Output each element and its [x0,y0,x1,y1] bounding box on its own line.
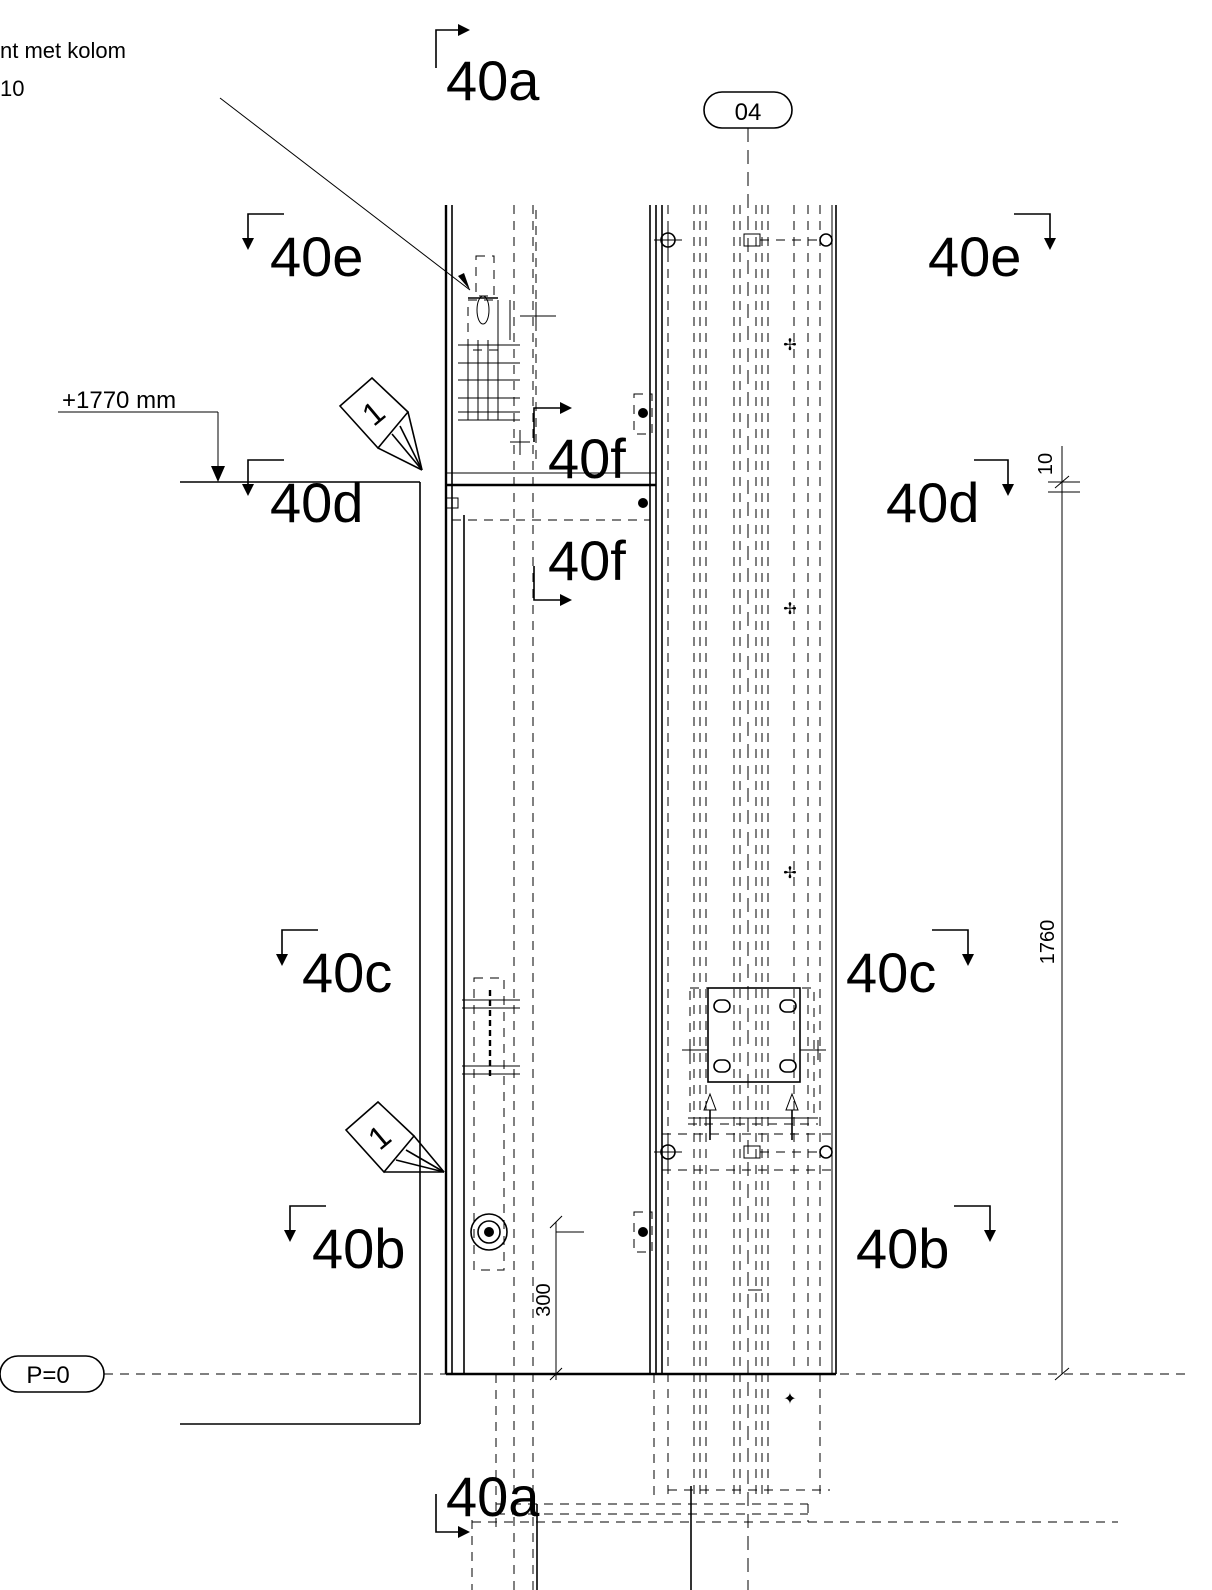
right-baseplate-detail: ✢ ✢ ✢ ✦ [654,337,836,1408]
dimension-300: 300 [533,1215,563,1381]
note-leader-arrow [458,273,470,290]
svg-text:40b: 40b [312,1217,405,1280]
svg-text:✢: ✢ [783,601,796,618]
svg-text:40c: 40c [846,941,936,1004]
section-marker-40a-bottom: 40a [435,1465,540,1538]
svg-text:✦: ✦ [783,1391,796,1408]
section-marker-40e-right: 40e [928,213,1056,288]
svg-text:40e: 40e [270,225,363,288]
svg-text:40f: 40f [548,427,626,490]
note-leader [219,97,471,291]
detail-tag-upper: 1 [338,376,423,471]
svg-text:40a: 40a [446,1465,540,1528]
section-marker-40f-lower: 40f [533,529,626,606]
section-marker-40a-top: 40a [435,24,540,112]
dimension-10-label: 10 [1035,453,1057,475]
svg-text:40d: 40d [886,471,979,534]
section-marker-40b-right: 40b [856,1205,996,1280]
upper-left-connection [458,255,556,455]
dimension-1760-label: 1760 [1037,920,1059,965]
mid-left-connection [462,977,653,1271]
svg-text:40b: 40b [856,1217,949,1280]
note-line-2: 10 [0,76,24,101]
svg-text:1: 1 [361,1118,398,1157]
svg-text:✢: ✢ [783,337,796,354]
svg-text:✢: ✢ [783,865,796,882]
level-bubble-label: P=0 [26,1362,69,1389]
dimension-300-label: 300 [533,1283,555,1316]
grid-bubble-label: 04 [735,99,762,126]
svg-text:40a: 40a [446,49,540,112]
svg-text:40e: 40e [928,225,1021,288]
column-left [444,205,836,1590]
section-marker-40f-upper: 40f [533,402,626,490]
elevation-arrow-head [211,466,225,482]
svg-text:40c: 40c [302,941,392,1004]
dimension-1760: 1760 10 [1035,446,1080,1381]
upper-bolt-row [445,210,833,509]
section-marker-40c-right: 40c [846,929,974,1004]
column-right [661,205,837,1500]
elevation-label: +1770 mm [62,387,176,414]
svg-text:1: 1 [355,394,392,433]
svg-text:40f: 40f [548,529,626,592]
section-marker-40d-left: 40d [242,459,363,534]
section-marker-40d-right: 40d [886,459,1014,534]
note-line-1: nt met kolom [0,38,126,63]
section-marker-40c-left: 40c [276,929,392,1004]
svg-text:40d: 40d [270,471,363,534]
foundation [471,1374,1118,1590]
section-marker-40e-left: 40e [242,213,363,288]
section-marker-40b-left: 40b [284,1205,405,1280]
detail-tag-lower: 1 [344,1100,445,1174]
